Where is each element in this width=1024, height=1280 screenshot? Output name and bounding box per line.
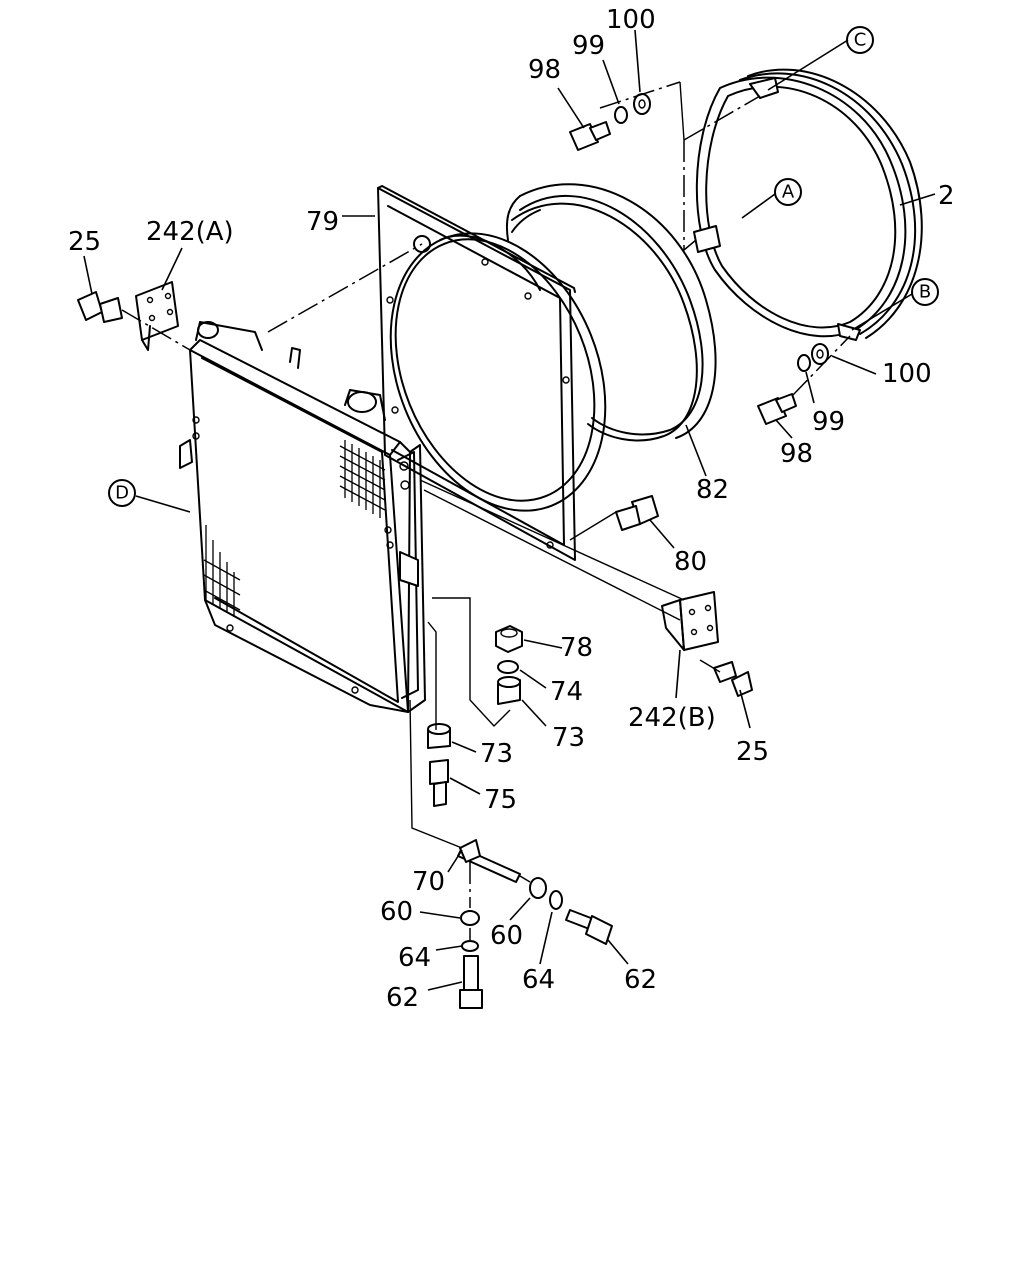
label-62-left: 62	[386, 983, 419, 1013]
washer-100-right-hole	[816, 349, 824, 359]
tube-70	[457, 839, 521, 883]
label-82: 82	[696, 475, 729, 505]
fitting-75	[429, 759, 449, 807]
label-100-right: 100	[882, 359, 932, 389]
leader-lines	[83, 29, 936, 991]
bracket-242b	[661, 591, 719, 651]
bushing-73-a	[497, 676, 521, 705]
washer-74	[497, 660, 519, 674]
bushing-73-b	[427, 723, 451, 749]
label-2: 2	[938, 181, 955, 211]
callout-a: A	[774, 178, 802, 206]
callout-b-text: B	[919, 282, 931, 303]
label-75: 75	[484, 785, 517, 815]
bolt-62-left	[459, 955, 483, 1009]
label-60-left: 60	[380, 897, 413, 927]
label-73-a: 73	[552, 723, 585, 753]
label-99-right: 99	[812, 407, 845, 437]
washer-100-right	[811, 343, 829, 365]
washer-64-right	[549, 890, 563, 910]
label-70: 70	[412, 867, 445, 897]
callout-b: B	[911, 278, 939, 306]
label-242a: 242(A)	[146, 217, 234, 247]
label-98-top: 98	[528, 55, 561, 85]
label-25-right: 25	[736, 737, 769, 767]
label-79: 79	[306, 207, 339, 237]
callout-c: C	[846, 26, 874, 54]
nut-78	[495, 625, 523, 653]
callout-d-text: D	[115, 483, 129, 504]
callout-a-text: A	[782, 182, 795, 203]
label-60-right: 60	[490, 921, 523, 951]
washer-99-right	[797, 354, 811, 372]
label-99-top: 99	[572, 31, 605, 61]
label-98-right: 98	[780, 439, 813, 469]
bushing-60-right	[529, 877, 547, 899]
assembly-lines	[121, 81, 851, 940]
bracket-242a	[135, 281, 179, 351]
shroud-82	[505, 183, 717, 442]
bushing-60-left	[460, 910, 480, 926]
label-64-left: 64	[398, 943, 431, 973]
bolt-25-left	[77, 291, 123, 323]
bolt-98-top	[569, 121, 611, 151]
part-labels: 100 99 98 2 79 25 242(A) 100 99 98 82 80…	[68, 5, 955, 1013]
shroud-ring	[693, 68, 923, 341]
callout-d: D	[108, 479, 136, 507]
callout-c-text: C	[854, 30, 867, 51]
washer-100-top	[633, 93, 651, 115]
label-78: 78	[560, 633, 593, 663]
label-25-left: 25	[68, 227, 101, 257]
washer-100-top-hole	[638, 99, 646, 109]
label-80: 80	[674, 547, 707, 577]
bolt-98-right	[757, 393, 797, 425]
bolt-25-right	[713, 661, 753, 697]
fan-shroud-79	[377, 185, 607, 561]
label-100-top: 100	[606, 5, 656, 35]
label-73-b: 73	[480, 739, 513, 769]
radiator-core	[179, 321, 426, 713]
label-242b: 242(B)	[628, 703, 716, 733]
washer-64-left	[461, 940, 479, 952]
label-64-right: 64	[522, 965, 555, 995]
bolt-80	[615, 495, 659, 531]
label-74: 74	[550, 677, 583, 707]
bolt-62-right	[565, 909, 613, 945]
label-62-right: 62	[624, 965, 657, 995]
washer-99-top	[614, 106, 628, 124]
